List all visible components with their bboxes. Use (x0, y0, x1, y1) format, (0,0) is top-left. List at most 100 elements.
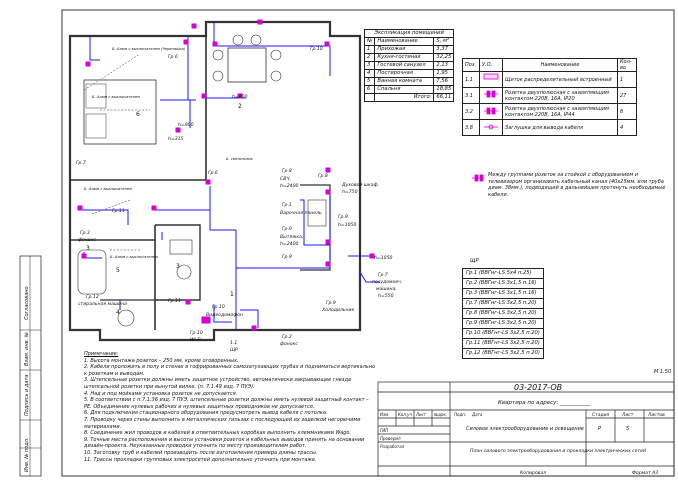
lbl-gr9b: Гр.9 (282, 226, 292, 232)
outer-wall (68, 20, 362, 342)
table-row: Гр.9 (ВВГнг-LS 3х2,5 п.20) (462, 318, 544, 329)
note-item: 7. Проводку через стены выполнить в мета… (84, 416, 361, 430)
notes-title: Примечание: (84, 351, 119, 357)
lbl-h550: h=550 (378, 293, 394, 299)
stamp-role-1: Проверил (380, 436, 401, 441)
lbl-plit: Б. светильник (226, 157, 254, 161)
lbl-h1050b: h=1050 (374, 255, 393, 261)
stamp-title1: Силовое электрооборудование и освещение (466, 426, 584, 432)
lbl-vytyazhka: Вытяжка, (280, 234, 303, 240)
lbl-gr1: Гр.1 (282, 202, 292, 208)
stamp-stage-h0: Стадия (592, 412, 610, 418)
note-item: 10. Заготовку труб и кабелей производить… (84, 449, 318, 456)
dining-table (227, 47, 267, 83)
stamp-col-4: Подп. (454, 412, 466, 417)
room-3b-num: 3 (176, 263, 180, 270)
wiring (82, 22, 380, 330)
lbl-gr9: Гр.9 (338, 214, 348, 220)
bathtub (77, 249, 107, 295)
lbl-fonok: фонокс (280, 341, 298, 347)
title-block (377, 381, 675, 477)
lbl-posud: посудомоеч. (372, 280, 402, 285)
note-item: 3. Штепсельные розетки должны иметь защи… (84, 377, 351, 390)
lbl-lamp2: Б. Алюм с выключателем (92, 95, 140, 99)
hob (307, 199, 327, 227)
explication-h-num: № (363, 37, 376, 46)
explication-total-label: Итого: (374, 93, 435, 102)
plan-labels: 2 6 3 5 3 4 1 Гр.10 Гр.7 Гр.6 Гр.8 Гр.9 … (76, 46, 402, 353)
stamp-title2: План силового электрооборудования и прок… (470, 448, 646, 454)
explication-h-name: Наименование (374, 37, 435, 46)
lbl-h315: h=315 (168, 136, 184, 142)
general-notes: Примечание: 1. Высота монтажа розеток – … (84, 351, 376, 463)
bed (83, 79, 157, 145)
lbl-fen: фонокс (78, 237, 96, 243)
note-item: 9. Точные места расположения и высоты ус… (84, 436, 365, 450)
note-item: 11. Трассы прокладки групповых электросе… (84, 456, 317, 463)
table-row: Гр.8 (ВВГнг-LS 3х2,5 п.20) (462, 308, 544, 319)
lbl-lamp3: Б. Алюм с выключателем (84, 187, 132, 191)
note-item: 8. Соединение жил проводов и кабелей в о… (84, 430, 352, 437)
tv-note-icon (472, 174, 484, 182)
stamp-stage-h1: Лист (621, 412, 634, 418)
stamp-copy: Копировал (520, 470, 546, 476)
sheet-frame (61, 9, 675, 477)
note-item: 4. Над и под мойками установка розеток н… (84, 390, 238, 397)
lbl-lamp: Б. Алюм с выключателем (Черепашка) (112, 47, 186, 51)
stamp-col-3: №док. (433, 412, 447, 417)
tv-channel-note: Между группами розеток за стойкой с обор… (488, 172, 666, 198)
stamp-object: Квартира по адресу: ___________ (498, 400, 591, 406)
side-sign: Подпись и дата (24, 375, 30, 416)
stamp-stage-v0: Р (598, 426, 601, 432)
side-inv: Инв. № подл. (24, 438, 30, 473)
explication-title: Экспликация помещений (363, 29, 455, 38)
lbl-gr10: Гр.10 (310, 46, 323, 52)
floor-plan (68, 20, 362, 342)
stamp-code: 03-2017-ОВ (514, 383, 562, 392)
note-item: 1. Высота монтажа розеток – 250 мм, кром… (84, 357, 239, 364)
table-row: Гр.3 (ВВГнг-LS 3х1,5 п.16) (462, 288, 544, 299)
stamp-format: Формат А3 (632, 470, 658, 476)
table-row: Гр.10 (ВВГнг-LS 3х2,5 п.20) (462, 328, 544, 339)
wall-wc (155, 224, 201, 301)
lbl-h1050: h=1050 (338, 222, 357, 228)
table-row: Гр.11 (ВВГнг-LS 3х2,5 п.20) (462, 338, 544, 349)
room-5-num: 5 (116, 267, 120, 274)
lbl-gr9c: Гр.9 (282, 254, 292, 260)
lbl-h2400b: h=2400 (280, 241, 299, 247)
room-1-num: 1 (230, 291, 234, 298)
lbl-shkaf: Духовой шкаф, (341, 182, 379, 188)
wc-toilet (176, 264, 192, 280)
table-row: Гр.2 (ВВГнг-LS 3х1,5 п.16) (462, 278, 544, 289)
stamp-role-0: ГИП (380, 428, 388, 433)
explication-total-value: 66,11 (433, 93, 455, 102)
note-item: 6. Для подключения стационарного оборудо… (84, 410, 328, 417)
lbl-stir: стиральная машина (78, 302, 127, 307)
group-schedule: Гр.1 (ВВГнг-LS 5х4 п.25) Гр.2 (ВВГнг-LS … (462, 268, 544, 359)
lbl-holod: Холодильник (321, 307, 354, 313)
side-approved: Согласовано (24, 286, 30, 320)
lbl-wifi: Wi-Fi (190, 337, 202, 343)
lbl-gr8: Гр.8 (318, 173, 328, 179)
lbl-gr11b: Гр.11 (112, 208, 125, 214)
note-item: 5. В соответствии с п.7.1.36 изд. 7 ПУЭ,… (84, 397, 369, 410)
lbl-gr2: Гр.2 (282, 334, 292, 340)
lbl-gr7: Гр.7 (76, 160, 86, 166)
lbl-gr7b: Гр.7 (378, 272, 388, 278)
lbl-gr6b: Гр.6 (168, 54, 178, 60)
side-stamp: Согласовано Взам. инв. № Подпись и дата … (19, 255, 42, 477)
lbl-videodom: Видеодомофон (206, 312, 243, 318)
room-2-num: 2 (238, 103, 242, 110)
lbl-h750: h=750 (342, 189, 358, 195)
room-4-num: 4 (116, 309, 120, 316)
stamp-stage-v1: 5 (626, 426, 629, 432)
table-row: Гр.12 (ВВГнг-LS 3х2,5 п.20) (462, 348, 544, 359)
sockets (77, 19, 375, 331)
